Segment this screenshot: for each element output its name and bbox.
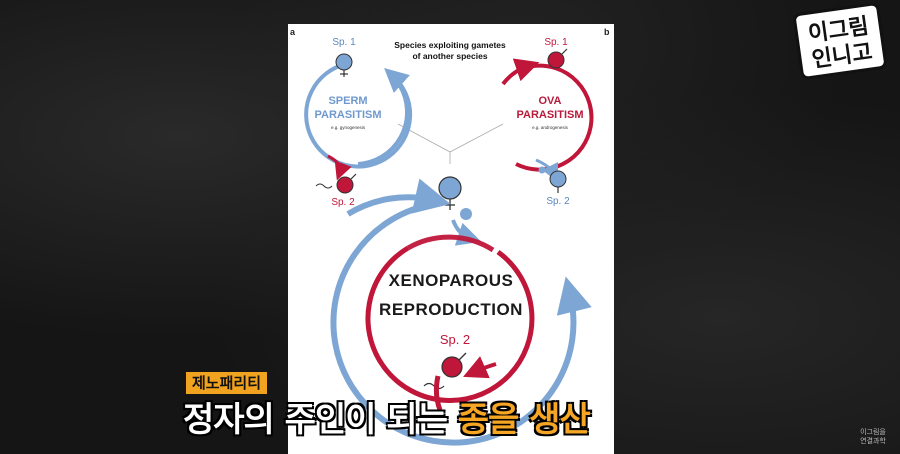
sp1-left-label: Sp. 1 (332, 37, 356, 48)
top-title-2: of another species (412, 51, 487, 61)
channel-logo: 이그림 인니고 (792, 2, 888, 80)
sp2-center-label: Sp. 2 (440, 332, 470, 347)
top-title-1: Species exploiting gametes (394, 40, 506, 50)
sperm-label-1: SPERM (328, 95, 367, 107)
figure-slide: a b Species exploiting gametes of anothe… (288, 24, 614, 454)
sp1-left-egg-icon (335, 53, 353, 71)
sp2-left-sperm-icon (336, 176, 354, 194)
sp1-right-sperm-icon (547, 51, 565, 69)
sp2-right-label: Sp. 2 (546, 196, 570, 207)
caption-main-text: 정자의 주인이 되는 (183, 400, 458, 440)
watermark: 이그림을 연결과학 (850, 428, 896, 450)
ova-label-2: PARASITISM (516, 109, 583, 121)
watermark-line-1: 이그림을 (860, 428, 886, 436)
sperm-label-2: PARASITISM (314, 109, 381, 121)
sperm-parasitism-cycle: Sp. 1 SPERM PARASITISM e.g. gynogenesis … (304, 37, 413, 208)
sp2-right-egg-icon (549, 170, 567, 188)
sperm-example: e.g. gynogenesis (331, 125, 366, 130)
caption-main: 정자의 주인이 되는 종을 생산 (183, 397, 591, 443)
caption-tag: 제노패리티 (186, 372, 268, 394)
xeno-label-1: XENOPAROUS (389, 271, 514, 290)
sp2-center-sperm-icon (441, 356, 463, 378)
ova-label-1: OVA (538, 95, 561, 107)
ova-example: e.g. androgenesis (532, 125, 569, 130)
xenoparous-diagram: a b Species exploiting gametes of anothe… (290, 27, 610, 446)
center-egg-icon (438, 176, 462, 200)
panel-b-label: b (604, 27, 610, 37)
sp2-left-label: Sp. 2 (331, 197, 355, 208)
watermark-line-2: 연결과학 (860, 437, 886, 445)
xeno-label-2: REPRODUCTION (379, 300, 523, 319)
panel-a-label: a (290, 27, 296, 37)
center-egg (438, 176, 482, 246)
caption-highlight: 종을 생산 (457, 400, 591, 440)
sp1-right-label: Sp. 1 (544, 37, 568, 48)
xenoparous-inner-cycle: XENOPAROUS REPRODUCTION Sp. 2 (365, 234, 535, 411)
xenoparous-outer-cycle (330, 178, 592, 446)
ova-parasitism-cycle: Sp. 1 OVA PARASITISM e.g. androgenesis S… (501, 37, 594, 207)
